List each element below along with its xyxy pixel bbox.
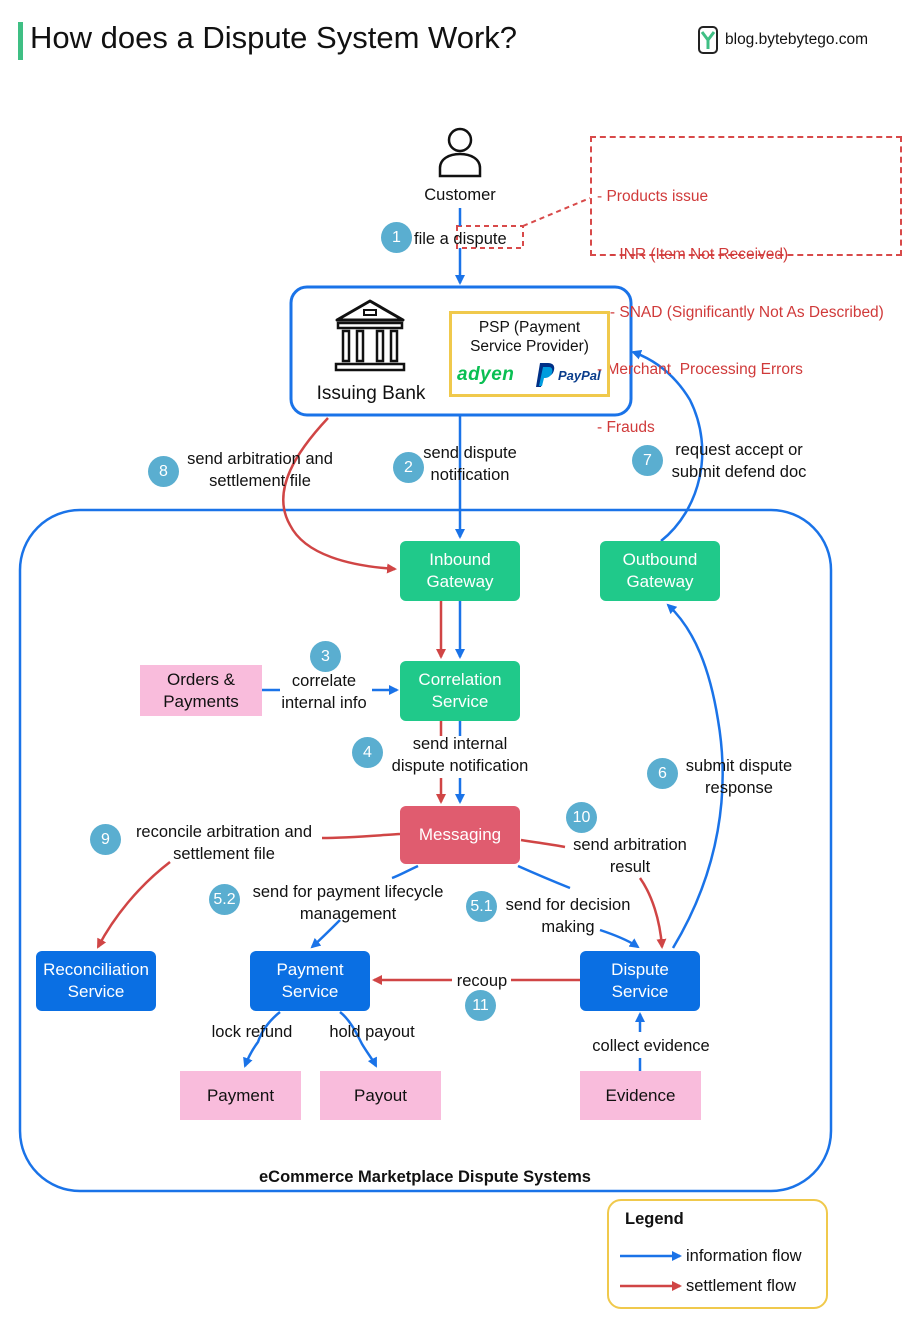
step-2-label: send dispute notification [423,444,517,484]
step-6-label: submit dispute response [685,757,793,797]
step-7-badge: 7 [632,445,663,476]
reason-item: - Frauds [597,418,655,436]
adyen-logo: adyen [457,364,515,385]
edge-request-accept [631,350,704,542]
step-8-badge: 8 [148,456,179,487]
customer-label: Customer [424,186,496,204]
edge-decision-making [517,864,638,947]
paypal-wordmark: PayPal [558,367,601,383]
page-title: How does a Dispute System Work? [30,20,518,55]
inbound-gateway[interactable]: Inbound Gateway [400,541,520,601]
brand[interactable]: blog.bytebytego.com [698,26,868,54]
payout-store[interactable]: Payout [320,1071,441,1120]
orders-payments[interactable]: Orders & Payments [140,665,262,716]
step-2-badge: 2 [393,452,424,483]
edge-lock-refund [243,1011,281,1068]
reason-item: - SNAD (Significantly Not As Described) [597,303,884,321]
reason-item: - Merchant Processing Errors [597,361,803,379]
system-frame [18,508,833,1193]
collect-evidence-label: collect evidence [584,1035,718,1057]
reason-item: - INR (Item Not Received) [597,246,789,264]
step-9-label: reconcile arbitration and settlement fil… [135,823,313,863]
dispute-reasons-note: - Products issue - INR (Item Not Receive… [590,136,902,436]
step-8-label: send arbitration and settlement file [187,450,333,490]
legend-title: Legend [625,1210,684,1228]
dispute-highlight [456,225,524,249]
step-9-badge: 9 [90,824,121,855]
step-6-badge: 6 [647,758,678,789]
payment-store[interactable]: Payment [180,1071,301,1120]
step-4-badge: 4 [352,737,383,768]
note-connector [522,197,591,227]
step-7-label: request accept or submit defend doc [671,441,807,481]
step-5-2-badge: 5.2 [209,884,240,915]
bank-icon [334,299,406,372]
edge-reconcile [98,832,401,947]
hold-payout-label: hold payout [329,1023,415,1041]
step-3-label: correlate internal info [281,672,367,712]
step-3-badge: 3 [310,641,341,672]
edge-hold-payout [339,1011,378,1068]
edge-dispute-response [666,603,724,949]
customer-icon [438,127,482,178]
legend [607,1199,828,1309]
edge-arbitration-file [282,417,397,574]
paypal-logo: PayPal [535,362,601,388]
lock-refund-label: lock refund [211,1023,293,1041]
step-10-badge: 10 [566,802,597,833]
step-10-label: send arbitration result [573,836,687,876]
step-5-1-badge: 5.1 [466,891,497,922]
outbound-gateway[interactable]: Outbound Gateway [600,541,720,601]
step-4-label: send internal dispute notification [391,735,529,775]
system-label: eCommerce Marketplace Dispute Systems [259,1168,591,1186]
evidence-store[interactable]: Evidence [580,1071,701,1120]
step-5-2-label: send for payment lifecycle management [252,883,444,923]
messaging[interactable]: Messaging [400,806,520,864]
correlation-service[interactable]: Correlation Service [400,661,520,721]
reconciliation-service[interactable]: Reconciliation Service [36,951,156,1011]
step-11-badge: 11 [465,990,496,1021]
psp-box [449,311,610,397]
edge-arbitration-result [520,838,662,947]
bytebytego-logo-icon [698,26,718,54]
step-1-label: file a dispute [414,230,507,248]
step-1-badge: 1 [381,222,412,253]
brand-text: blog.bytebytego.com [725,31,869,48]
payment-service[interactable]: Payment Service [250,951,370,1011]
title-accent-bar [18,22,23,60]
reason-item: - Products issue [597,188,709,206]
dispute-service[interactable]: Dispute Service [580,951,700,1011]
psp-label: PSP (Payment Service Provider) [470,319,589,355]
issuing-bank-label: Issuing Bank [316,383,426,404]
legend-settlement-label: settlement flow [686,1277,797,1295]
legend-info-label: information flow [686,1247,802,1265]
step-5-1-label: send for decision making [505,896,631,936]
paypal-icon [536,363,555,387]
edge-payment-lifecycle [312,864,419,947]
step-11-label: recoup [456,972,508,990]
